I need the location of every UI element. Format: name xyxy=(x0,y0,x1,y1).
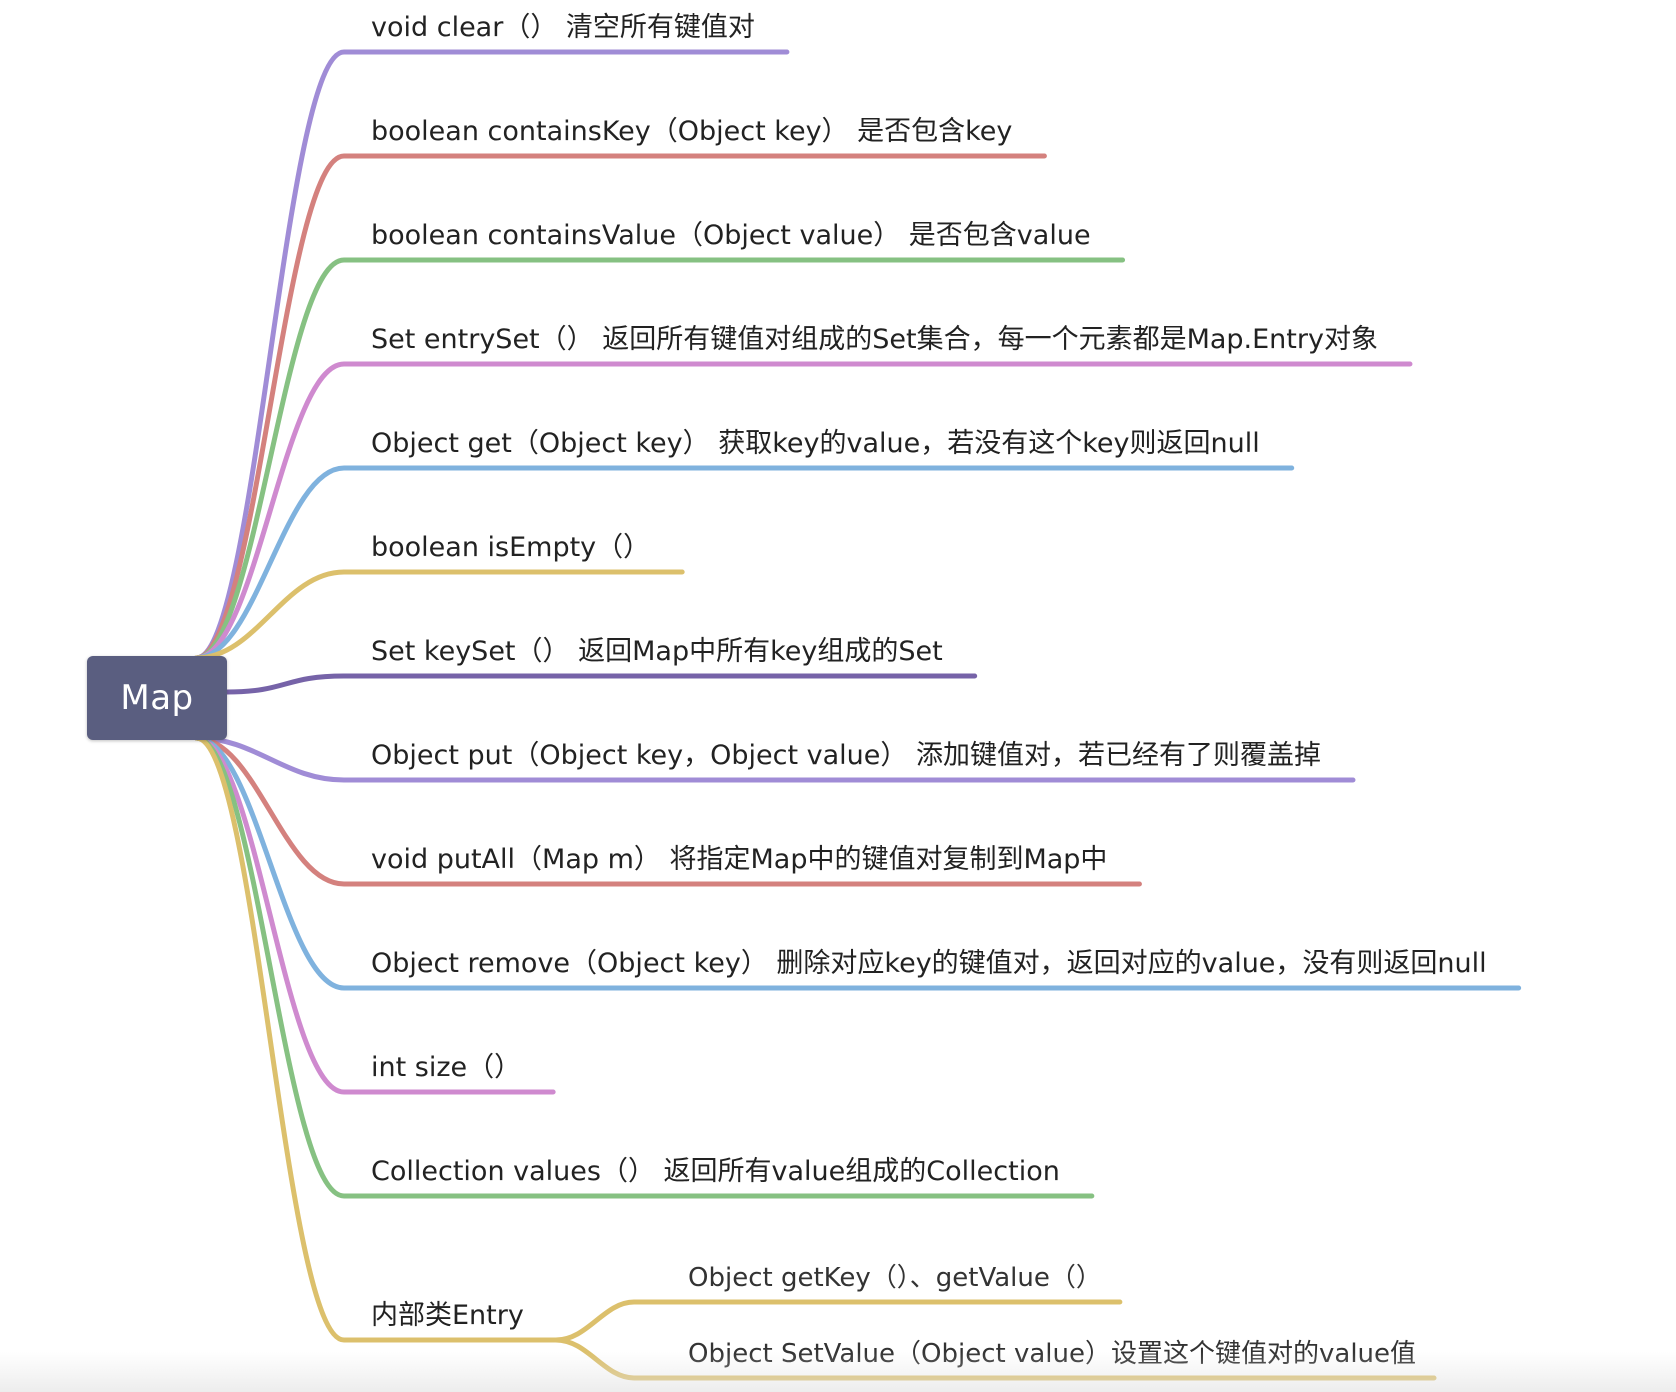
branch-label-key-set[interactable]: Set keySet（） 返回Map中所有key组成的Set xyxy=(371,636,943,667)
branch-label-contains-key[interactable]: boolean containsKey（Object key） 是否包含key xyxy=(371,116,1013,147)
branch-label-remove[interactable]: Object remove（Object key） 删除对应key的键值对，返回… xyxy=(371,948,1487,979)
branch-label-entry-set[interactable]: Set entrySet（） 返回所有键值对组成的Set集合，每一个元素都是Ma… xyxy=(371,324,1378,355)
branch-label-values[interactable]: Collection values（） 返回所有value组成的Collecti… xyxy=(371,1156,1060,1187)
branch-connector-11 xyxy=(193,735,1095,1199)
branch-label-size[interactable]: int size（） xyxy=(371,1052,522,1083)
sub-branch-label-get-key-value[interactable]: Object getKey（）、getValue（） xyxy=(688,1263,1102,1293)
branch-connector-5 xyxy=(193,569,685,661)
branch-label-contains-value[interactable]: boolean containsValue（Object value） 是否包含… xyxy=(371,220,1091,251)
branch-label-put-all[interactable]: void putAll（Map m） 将指定Map中的键值对复制到Map中 xyxy=(371,844,1108,875)
sub-branch-connector-0 xyxy=(553,1299,1123,1343)
branch-connector-4 xyxy=(193,465,1295,661)
branch-label-put[interactable]: Object put（Object key，Object value） 添加键值… xyxy=(371,740,1321,771)
branch-connector-2 xyxy=(193,257,1126,661)
branch-label-inner-entry[interactable]: 内部类Entry xyxy=(371,1300,524,1331)
branch-connector-9 xyxy=(193,735,1522,991)
branch-connector-8 xyxy=(193,735,1142,887)
branch-label-is-empty[interactable]: boolean isEmpty（） xyxy=(371,532,651,563)
branch-connector-6 xyxy=(224,673,978,695)
branch-label-clear[interactable]: void clear（） 清空所有键值对 xyxy=(371,12,755,43)
branch-label-get[interactable]: Object get（Object key） 获取key的value，若没有这个… xyxy=(371,428,1260,459)
branch-connector-12 xyxy=(193,735,559,1343)
root-node-label: Map xyxy=(120,678,194,718)
sub-branch-label-set-value[interactable]: Object SetValue（Object value）设置这个键值对的val… xyxy=(688,1339,1417,1369)
root-node-map[interactable]: Map xyxy=(87,656,227,740)
branch-connector-3 xyxy=(193,361,1413,661)
branch-connector-1 xyxy=(193,153,1047,661)
branch-connector-7 xyxy=(193,735,1356,783)
